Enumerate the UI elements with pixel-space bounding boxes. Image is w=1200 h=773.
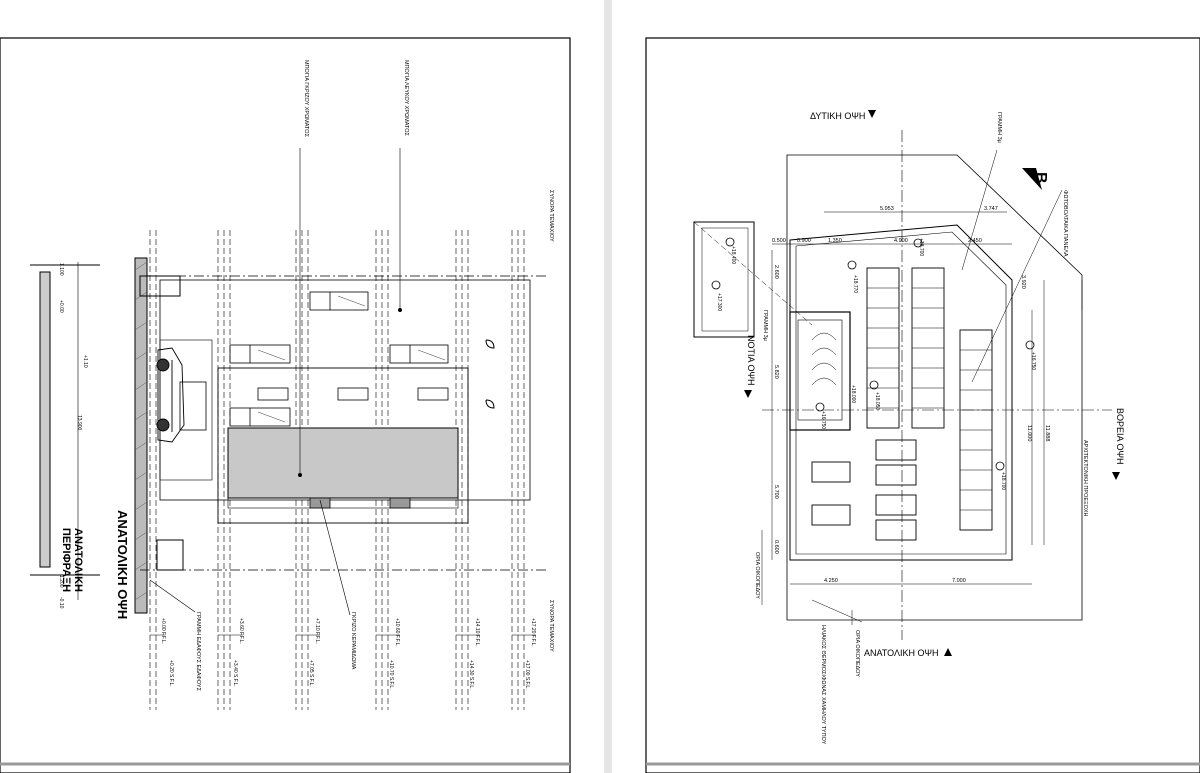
label-line-3m: ΓΡΑΜΜΗ 3μ	[996, 112, 1002, 143]
south-view-label: ΝΟΤΙΑ ΟΨΗ	[746, 335, 756, 386]
fence-dim: 1.100	[58, 263, 64, 276]
dimension-label: 5.700	[773, 485, 779, 499]
label-plot-limit: ΟΡΙΑ ΟΙΚΟΠΕΔΟΥ	[754, 552, 760, 599]
fence-title-line1: ΑΝΑΤΟΛΙΚΗ	[72, 528, 84, 592]
fence-elevation: 1.100 +0.00 +1.10 13.900 1.200 -0.10	[30, 262, 100, 609]
dimension-label: 0.600	[773, 540, 779, 554]
level-label-secondary: +3.40 S.F.L.	[232, 660, 238, 687]
fence-dim: +1.10	[82, 355, 88, 368]
callout-boundary-top: ΣΥΝΟΡΑ ΤΕΜΑΧΙΟΥ	[548, 190, 554, 242]
north-arrow-icon	[1022, 168, 1042, 190]
label-line-3m-b: ΓΡΑΜΜΗ 3μ	[762, 310, 768, 341]
north-arrow-label: B	[1032, 172, 1049, 184]
label-architectural-projection: ΑΡΧΙΤΕΚΤΟΝΙΚΗ ΠΡΟΕΞΟΧΗ	[1082, 440, 1088, 517]
level-label: +17.20 F.F.L.	[530, 618, 536, 647]
level-label: +10.60 F.F.L.	[394, 618, 400, 647]
fence-dim: 1.200	[58, 575, 64, 588]
fence-dim: -0.10	[58, 597, 64, 609]
dimension-label: 7.000	[952, 578, 966, 584]
left-drawing-sheet: 1.100 +0.00 +1.10 13.900 1.200 -0.10 ΑΝΑ…	[0, 0, 604, 773]
level-label: +7.10 F.F.L.	[314, 618, 320, 644]
spot-level: +18.770	[852, 275, 858, 293]
level-label-secondary: +0.20 S.F.L.	[168, 660, 174, 687]
dimension-label: 4.250	[824, 578, 838, 584]
elevation-title: ΑΝΑΤΟΛΙΚΗ ΟΨΗ	[115, 510, 130, 619]
level-label-secondary: +17.00 S.F.L.	[524, 660, 530, 690]
label-plot-limit: ΟΡΙΑ ΟΙΚΟΠΕΔΟΥ	[854, 630, 860, 677]
level-label-secondary: +10.70 S.F.L.	[388, 660, 394, 690]
level-label: +14.10 F.F.L.	[474, 618, 480, 647]
callout-white-paint: ΜΠΟΓΙΑ ΛΕΥΚΟΥ ΧΡΩΜΑΤΟΣ	[403, 60, 409, 137]
callout-cladding: ΓΚΡΙΖΟ ΚΕΡΑΜΙΔΩΜΑ	[350, 612, 356, 670]
spot-level: +18.000	[850, 385, 856, 403]
dimension-label: 5.953	[880, 206, 894, 212]
callout-boundary-bottom: ΣΥΝΟΡΑ ΤΕΜΑΧΙΟΥ	[548, 600, 554, 652]
dimension-label: 3.747	[984, 206, 998, 212]
dimension-label: 2.450	[968, 238, 982, 244]
label-photovoltaic: ΦΩΤΟΒΟΛΤΑΙΚΑ ΠΑΝΕΛΑ	[1062, 190, 1068, 257]
fence-title-line2: ΠΕΡΙΦΡΑΞΗ	[60, 528, 72, 592]
dimension-label: 11.000	[1026, 425, 1032, 441]
spot-level: +18.700	[918, 238, 924, 256]
level-label-secondary: +7.05 S.F.L.	[308, 660, 314, 687]
east-elevation-drawing: 1.100 +0.00 +1.10 13.900 1.200 -0.10 ΑΝΑ…	[0, 37, 571, 773]
east-view-label: ΑΝΑΤΟΛΙΚΗ ΟΨΗ	[864, 648, 939, 658]
dimension-label: 0.500	[772, 238, 786, 244]
photovoltaic-panels	[866, 267, 993, 531]
dimension-label: 11.888	[1044, 425, 1050, 441]
label-solar-heater: ΗΛΙΑΚΟΣ ΘΕΡΜΟΣΙΦΩΝΑΣ ΧΑΜΗΛΟΥ ΤΥΠΟΥ	[820, 625, 826, 745]
level-label-secondary: +14.30 S.F.L.	[468, 660, 474, 690]
level-label: +0.00 F.F.L.	[160, 618, 166, 644]
dimension-label: 0.900	[797, 238, 811, 244]
fence-dim: +0.00	[58, 300, 64, 313]
spot-level: +17.300	[716, 293, 722, 311]
west-view-label: ΔΥΤΙΚΗ ΟΨΗ	[810, 111, 865, 121]
callout-grey-paint: ΜΠΟΓΙΑ ΓΚΡΙΖΟΥ ΧΡΩΜΑΤΟΣ	[303, 60, 309, 138]
fence-dim: 13.900	[76, 415, 82, 431]
spot-level: +18.050	[874, 392, 880, 410]
solar-heaters	[811, 439, 917, 541]
dimension-label: 3.920	[1020, 275, 1026, 289]
dimension-label: 4.900	[894, 238, 908, 244]
car-drawing	[156, 347, 185, 443]
level-label: +3.60 F.F.L.	[238, 618, 244, 644]
dimension-label: 2.600	[773, 265, 779, 279]
right-drawing-sheet: ΔΥΤΙΚΗ ΟΨΗ ΑΝΑΤΟΛΙΚΗ ΟΨΗ ΒΟΡΕΙΑ ΟΨΗ ΝΟΤΙ…	[612, 0, 1200, 773]
spot-level: +16.750	[820, 411, 826, 429]
spot-level: +18.700	[1000, 472, 1006, 490]
spot-level: +16.750	[1030, 352, 1036, 370]
spot-level: +18.400	[730, 246, 736, 264]
callout-ground-line: ΓΡΑΜΜΗ ΕΔΑΦΟΥΣ ΕΔΑΦΟΥΣ	[195, 612, 201, 692]
north-view-label: ΒΟΡΕΙΑ ΟΨΗ	[1115, 408, 1125, 465]
dimension-label: 5.820	[773, 365, 779, 379]
site-plan-drawing: ΔΥΤΙΚΗ ΟΨΗ ΑΝΑΤΟΛΙΚΗ ΟΨΗ ΒΟΡΕΙΑ ΟΨΗ ΝΟΤΙ…	[645, 37, 1200, 773]
dimension-label: 1.350	[828, 238, 842, 244]
